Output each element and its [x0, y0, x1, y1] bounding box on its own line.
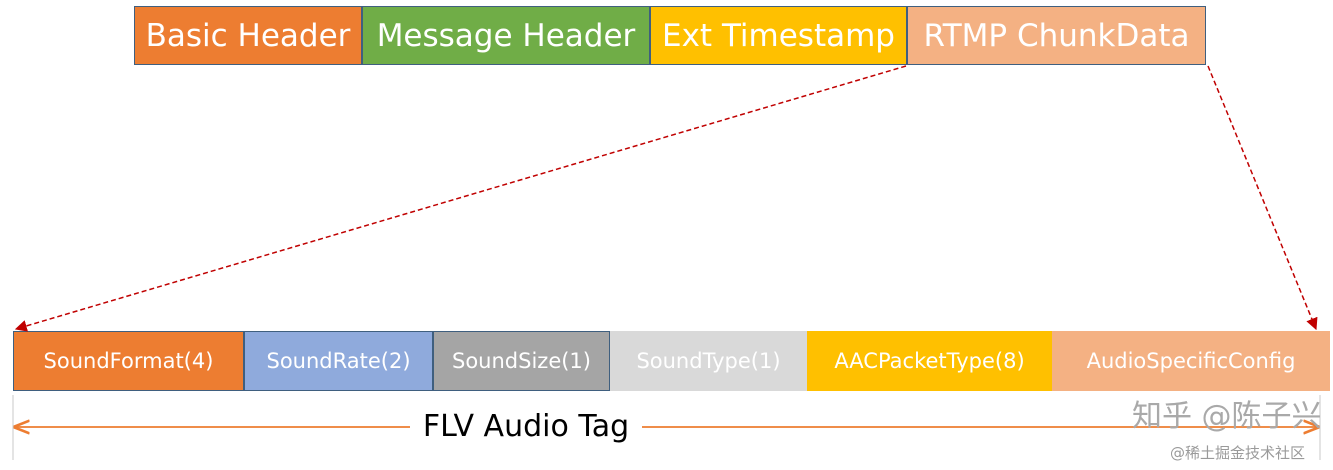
rtmp-chunk-row: Basic Header Message Header Ext Timestam…	[134, 6, 1206, 65]
message-header-block: Message Header	[362, 6, 650, 65]
aacpackettype-block: AACPacketType(8)	[807, 331, 1052, 391]
soundtype-block: SoundType(1)	[610, 331, 807, 391]
basic-header-block: Basic Header	[134, 6, 362, 65]
rtmp-chunkdata-block: RTMP ChunkData	[907, 6, 1206, 65]
audiospecificconfig-label: AudioSpecificConfig	[1086, 349, 1296, 373]
rtmp-chunkdata-label: RTMP ChunkData	[923, 17, 1190, 54]
dashed-arrow-to-audiospecificconfig	[1207, 65, 1318, 331]
soundrate-label: SoundRate(2)	[266, 349, 411, 373]
basic-header-label: Basic Header	[145, 17, 351, 54]
message-header-label: Message Header	[376, 17, 636, 54]
soundsize-label: SoundSize(1)	[452, 349, 591, 373]
soundrate-block: SoundRate(2)	[244, 331, 433, 391]
soundformat-block: SoundFormat(4)	[13, 331, 244, 391]
soundsize-block: SoundSize(1)	[433, 331, 610, 391]
aacpackettype-label: AACPacketType(8)	[834, 349, 1025, 373]
audiospecificconfig-block: AudioSpecificConfig	[1052, 331, 1330, 391]
flv-audio-tag-label: FLV Audio Tag	[410, 404, 642, 450]
soundtype-label: SoundType(1)	[636, 349, 781, 373]
watermark-juejin: @稀土掘金技术社区	[1170, 444, 1306, 462]
dashed-arrow-to-soundformat	[14, 65, 907, 332]
flv-audio-tag-row: SoundFormat(4) SoundRate(2) SoundSize(1)…	[13, 331, 1330, 391]
ext-timestamp-block: Ext Timestamp	[650, 6, 907, 65]
soundformat-label: SoundFormat(4)	[43, 349, 214, 373]
ext-timestamp-label: Ext Timestamp	[662, 17, 895, 54]
watermark-zhihu: 知乎 @陈子兴	[1132, 399, 1322, 434]
